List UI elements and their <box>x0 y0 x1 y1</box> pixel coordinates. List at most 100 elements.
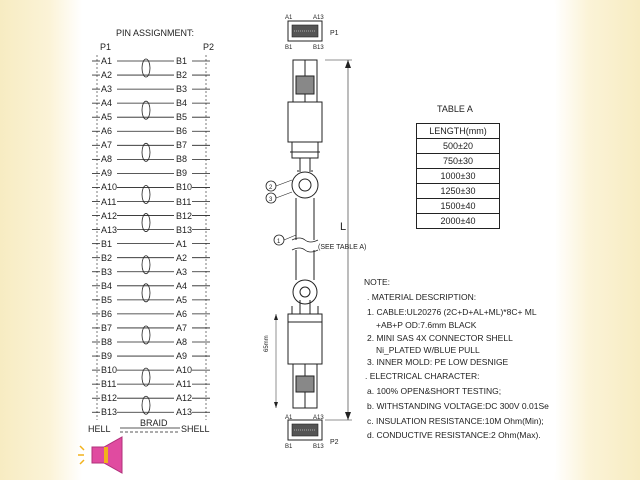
pin-right-label: B4 <box>176 98 188 109</box>
top-a1-label: A1 <box>285 15 293 21</box>
table-a-header: LENGTH(mm) <box>416 123 500 139</box>
pin-right-label: A5 <box>176 294 188 305</box>
pin-left-label: A12 <box>101 210 118 221</box>
pin-right-label: B11 <box>176 196 192 207</box>
bottom-b13-label: B13 <box>313 444 324 450</box>
pin-right-label: A10 <box>176 365 193 376</box>
twisted-pair-marker <box>141 395 151 415</box>
top-connector-face <box>287 20 323 42</box>
pin-left-label: B7 <box>101 322 113 333</box>
twisted-pair-marker <box>141 325 151 345</box>
table-a-row: 1500±40 <box>416 198 500 214</box>
pin-left-label: A11 <box>101 196 117 207</box>
pin-left-label: B4 <box>101 280 113 291</box>
pin-left-label: A5 <box>101 112 113 123</box>
pin-left-label: B8 <box>101 337 113 347</box>
shell-right-label: SHELL <box>181 424 210 434</box>
callout-3: 3 <box>269 197 273 203</box>
pin-right-label: A9 <box>176 351 188 362</box>
pin-right-label: A8 <box>176 337 188 347</box>
twisted-pair-marker <box>141 283 151 303</box>
pin-left-label: B12 <box>101 393 118 404</box>
bottom-b1-label: B1 <box>285 444 293 450</box>
top-a13-label: A13 <box>313 15 324 21</box>
pin-left-label: B10 <box>101 365 118 376</box>
top-connector-body <box>287 59 323 240</box>
left-background-stripe <box>0 0 82 480</box>
note-line: b. WITHSTANDING VOLTAGE:DC 300V 0.01Se <box>367 401 549 411</box>
pin-right-label: A1 <box>176 238 188 249</box>
note-line: c. INSULATION RESISTANCE:10M Ohm(Min); <box>367 416 544 426</box>
note-line: 3. INNER MOLD: PE LOW DESNIGE <box>367 357 509 367</box>
pin-right-label: B7 <box>176 140 188 151</box>
pin-left-label: A3 <box>101 84 113 95</box>
note-line: +AB+P OD:7.6mm BLACK <box>376 320 477 330</box>
twisted-pair-marker <box>141 213 151 232</box>
pin-left-label: B13 <box>101 407 118 418</box>
callout-1: 1 <box>277 239 281 245</box>
twisted-pair-marker <box>141 58 151 78</box>
twisted-pair-marker <box>141 100 151 120</box>
note-line: 1. CABLE:UL20276 (2C+D+AL+ML)*8C+ ML <box>367 307 537 317</box>
note-line: 2. MINI SAS 4X CONNECTOR SHELL <box>367 333 513 343</box>
connector-p1-label: P1 <box>330 30 339 37</box>
pin-left-label: B9 <box>101 351 113 362</box>
twisted-pair-marker <box>141 255 151 275</box>
pin-left-label: B5 <box>101 294 113 305</box>
pin-left-label: B6 <box>101 308 113 319</box>
table-a-row: 750±30 <box>416 153 500 169</box>
drawing-sheet <box>86 4 556 472</box>
pin-left-label: A7 <box>101 140 113 151</box>
twisted-pair-marker <box>141 367 151 387</box>
bottom-a13-label: A13 <box>313 415 324 421</box>
right-background-stripe <box>554 0 640 480</box>
note-line: . MATERIAL DESCRIPTION: <box>367 292 477 302</box>
table-a-row: 1000±30 <box>416 168 500 184</box>
pin-right-label: B2 <box>176 70 188 81</box>
callout-2: 2 <box>269 185 273 191</box>
notes-title: NOTE: <box>364 277 390 287</box>
pin-left-label: A6 <box>101 126 113 137</box>
dim-65mm-label: 65mm <box>264 335 270 352</box>
see-table-label: (SEE TABLE A) <box>318 244 367 251</box>
pin-right-label: A6 <box>176 308 188 319</box>
shell-left-label: HELL <box>88 424 111 434</box>
pin-right-label: B1 <box>176 56 188 66</box>
twisted-pair-marker <box>141 185 151 204</box>
pin-right-label: A3 <box>176 266 188 277</box>
note-line: a. 100% OPEN&SHORT TESTING; <box>367 386 502 396</box>
bottom-connector-face <box>287 419 323 441</box>
pin-right-label: B3 <box>176 84 188 95</box>
pin-left-label: B1 <box>101 238 113 249</box>
twisted-pair-marker <box>141 142 151 162</box>
top-b13-label: B13 <box>313 45 324 51</box>
speaker-icon <box>78 436 123 474</box>
pin-left-label: A2 <box>101 70 113 81</box>
pin-right-label: A11 <box>176 379 192 390</box>
pin-assignment-title: PIN ASSIGNMENT: <box>116 28 195 38</box>
pin-left-label: B2 <box>101 252 113 263</box>
table-a-row: 2000±40 <box>416 213 500 229</box>
pin-right-label: A4 <box>176 280 188 291</box>
pin-right-label: A13 <box>176 407 193 418</box>
pin-left-label: A4 <box>101 98 113 109</box>
bottom-connector-body <box>287 250 323 409</box>
pin-right-label: A2 <box>176 252 188 263</box>
p1-label: P1 <box>100 42 112 52</box>
pin-right-label: B10 <box>176 182 193 193</box>
braid-label: BRAID <box>140 418 168 428</box>
pin-right-label: A7 <box>176 322 188 333</box>
pin-right-label: B6 <box>176 126 188 137</box>
table-a: LENGTH(mm) 500±20 750±30 1000±30 1250±30… <box>416 123 500 229</box>
pin-left-label: A9 <box>101 168 113 179</box>
note-line: Ni_PLATED W/BLUE PULL <box>376 345 480 355</box>
note-line: . ELECTRICAL CHARACTER: <box>365 371 480 381</box>
bottom-a1-label: A1 <box>285 415 293 421</box>
top-b1-label: B1 <box>285 45 293 51</box>
pin-right-label: B12 <box>176 210 193 221</box>
pin-left-label: B3 <box>101 266 113 277</box>
note-line: d. CONDUCTIVE RESISTANCE:2 Ohm(Max). <box>367 430 541 440</box>
pin-left-label: B11 <box>101 379 117 390</box>
